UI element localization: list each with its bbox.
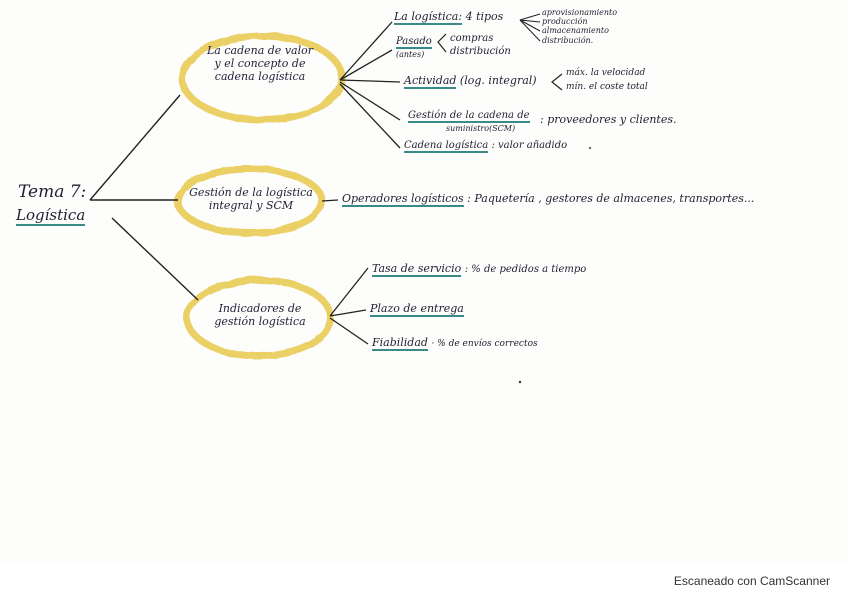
node-gestion: Gestión de la logística integral y SCM (176, 186, 326, 212)
tipo-4: distribución. (542, 36, 594, 45)
branch-logistica-tail: 4 tipos (465, 10, 504, 23)
line-cadena-pasado (339, 49, 393, 81)
line-cadena-gestion (339, 81, 401, 121)
line-tipos-1 (519, 13, 541, 21)
branch-tasa-tail: : % de pedidos a tiempo (464, 264, 587, 275)
node-cadena-line2: y el concepto de (214, 57, 306, 70)
branch-cadena-tail: : valor añadido (491, 140, 568, 151)
branch-gestion-l2: suministro(SCM) (446, 124, 516, 133)
branch-max: máx. la velocidad (566, 68, 646, 78)
footer-bar: Escaneado con CamScanner (0, 562, 848, 599)
mindmap-connectors (89, 13, 591, 384)
branch-actividad-tail: (log. integral) (459, 74, 537, 87)
branch-fiabilidad: Fiabilidad · % de envíos correctos (372, 336, 538, 351)
node-gestion-line2: integral y SCM (208, 199, 294, 212)
line-cadena-cadena (339, 83, 401, 149)
branch-compras: compras distribución (450, 32, 511, 58)
branch-cadena-head: Cadena logística (404, 140, 489, 153)
branch-operadores-head: Operadores logísticos (342, 192, 464, 207)
node-cadena: La cadena de valor y el concepto de cade… (190, 44, 330, 83)
node-cadena-line1: La cadena de valor (207, 44, 313, 57)
line-ind-fiabilidad (329, 317, 369, 345)
camscanner-watermark: Escaneado con CamScanner (673, 574, 830, 588)
tipo-3: almacenamiento (542, 26, 609, 35)
branch-operadores-tail: : Paquetería , gestores de almacenes, tr… (467, 192, 755, 205)
root-line2: Logística (16, 206, 86, 226)
node-indicadores-line1: Indicadores de (218, 302, 302, 315)
line-root-cadena (89, 94, 181, 201)
branch-gestion-scm: Gestión de la cadena de suministro(SCM) (408, 110, 530, 134)
node-gestion-line1: Gestión de la logística (189, 186, 313, 199)
branch-pasado: Pasado (antes) (396, 36, 432, 60)
line-tipos-4 (519, 19, 541, 42)
branch-logistica-head: La logística: (394, 10, 463, 25)
branch-pasado-l2: (antes) (396, 50, 425, 59)
branch-tasa: Tasa de servicio : % de pedidos a tiempo (372, 262, 587, 277)
brace-actividad (551, 73, 563, 91)
branch-cadena: Cadena logística : valor añadido (404, 140, 568, 153)
branch-compras-l2: distribución (450, 46, 511, 57)
line-ind-tasa (329, 267, 369, 317)
branch-actividad-head: Actividad (404, 74, 457, 89)
node-indicadores-line2: gestión logística (214, 315, 306, 328)
branch-min: mín. el coste total (566, 82, 648, 92)
branch-actividad: Actividad (log. integral) (404, 74, 537, 89)
line-tipos-3 (519, 19, 541, 32)
branch-plazo: Plazo de entrega (370, 302, 464, 317)
tipo-2: producción (542, 17, 588, 26)
scanned-page (0, 0, 848, 562)
line-gestion-operadores (321, 199, 339, 202)
brace-pasado (437, 33, 447, 53)
branch-tasa-head: Tasa de servicio (372, 262, 462, 277)
node-cadena-line3: cadena logística (214, 70, 306, 83)
line-cadena-logistica (339, 21, 393, 81)
branch-operadores: Operadores logísticos : Paquetería , ges… (342, 192, 755, 207)
root-line1: Tema 7: (18, 182, 87, 202)
branch-fiabilidad-tail: · % de envíos correctos (431, 339, 538, 349)
branch-logistica: La logística: 4 tipos (394, 10, 504, 25)
line-ind-plazo (329, 309, 367, 317)
line-cadena-actividad (339, 79, 401, 83)
node-indicadores: Indicadores de gestión logística (190, 302, 330, 328)
line-root-indicadores (111, 217, 199, 301)
tipo-1: aprovisionamiento (542, 8, 618, 17)
branch-gestion-tail: : proveedores y clientes. (540, 113, 677, 126)
branch-gestion-l1: Gestión de la cadena de (408, 110, 530, 123)
branch-fiabilidad-head: Fiabilidad (372, 336, 428, 351)
branch-compras-l1: compras (450, 33, 494, 44)
branch-pasado-l1: Pasado (396, 36, 432, 49)
line-tipos-2 (519, 19, 541, 23)
